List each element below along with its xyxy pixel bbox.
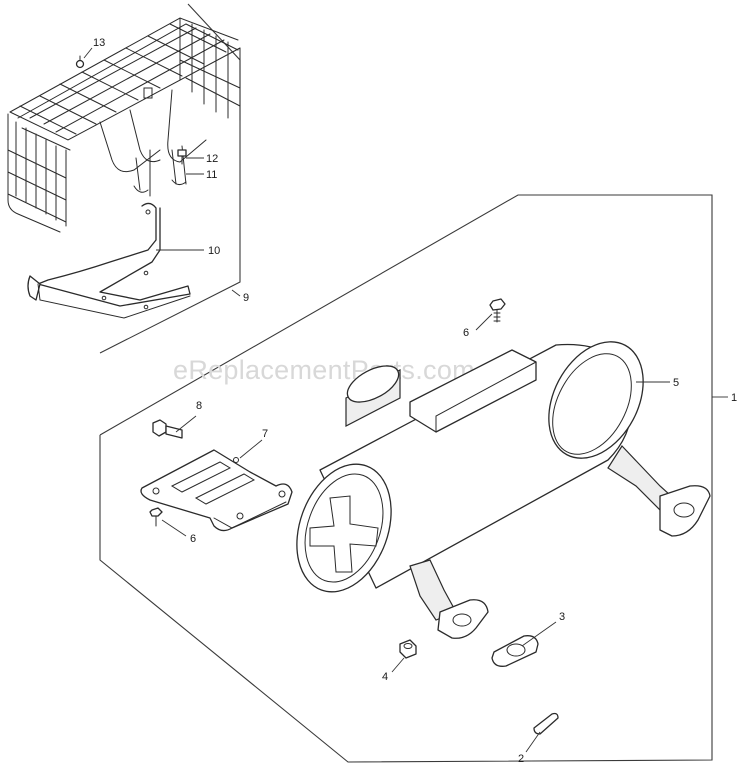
screw-12 [177, 149, 187, 165]
callout-10: 10 [208, 245, 220, 257]
screw-13 [75, 55, 85, 69]
gasket-3 [491, 635, 539, 667]
bolt-6-top [489, 298, 506, 323]
callout-13: 13 [93, 37, 105, 49]
muffler-5 [296, 341, 711, 639]
nut-4 [399, 639, 417, 659]
callout-1: 1 [731, 392, 737, 404]
callout-8: 8 [196, 400, 202, 412]
callout-9: 9 [243, 292, 249, 304]
assembly-frame-guard [99, 3, 241, 354]
assembly-frame-muffler [99, 194, 713, 763]
leader-lines [83, 47, 728, 753]
mounting-plate-7 [140, 449, 293, 532]
bolt-6-lower [149, 507, 163, 527]
watermark-text: eReplacementParts.com [173, 355, 475, 385]
wire-guard-cage [7, 17, 241, 233]
callout-labels: 13 12 11 10 9 6 5 1 8 7 6 3 4 2 [93, 37, 737, 765]
callout-5: 5 [673, 377, 679, 389]
bracket-10 [27, 202, 191, 319]
callout-12: 12 [206, 153, 218, 165]
callout-7: 7 [262, 428, 268, 440]
pin-2 [533, 712, 559, 735]
callout-2: 2 [518, 753, 524, 765]
callout-6-top: 6 [463, 327, 469, 339]
bolt-8 [152, 419, 183, 439]
callout-11: 11 [206, 169, 217, 181]
callout-6-lower: 6 [190, 533, 196, 545]
callout-4: 4 [382, 671, 388, 683]
callout-3: 3 [559, 611, 565, 623]
